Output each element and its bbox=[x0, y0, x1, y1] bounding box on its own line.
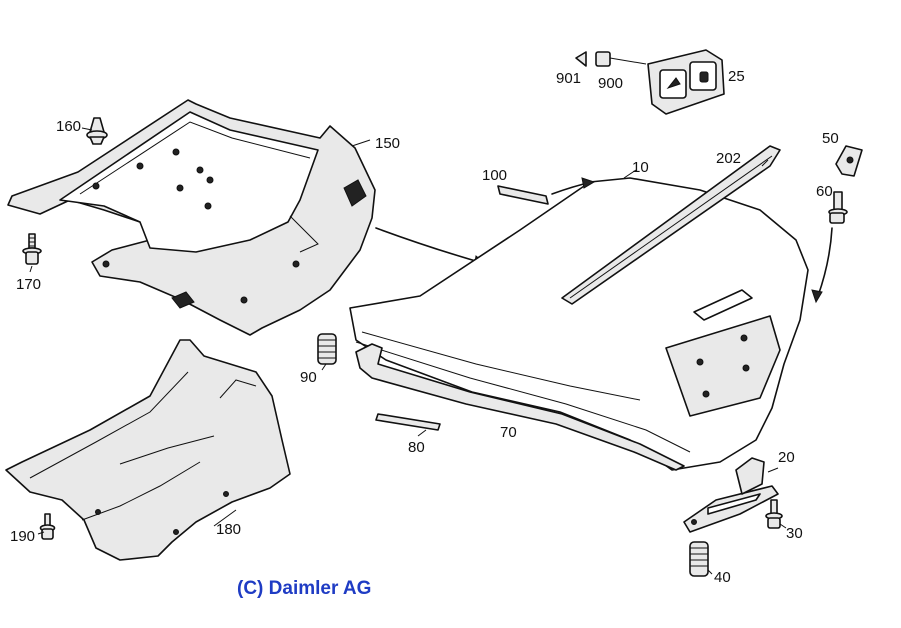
label-150: 150 bbox=[375, 135, 400, 152]
bolt-60 bbox=[828, 191, 848, 224]
label-901: 901 bbox=[556, 70, 581, 87]
leader-lines bbox=[29, 127, 787, 575]
label-60: 60 bbox=[816, 183, 833, 200]
label-190: 190 bbox=[10, 528, 35, 545]
latch-20 bbox=[683, 457, 779, 533]
trunk-lid-10 bbox=[349, 177, 809, 471]
label-50: 50 bbox=[822, 130, 839, 147]
label-80: 80 bbox=[408, 439, 425, 456]
bulb-901 bbox=[575, 51, 587, 67]
trunk-lid-liner-150 bbox=[7, 99, 376, 336]
copyright-notice: (C) Daimler AG bbox=[237, 578, 372, 599]
label-900: 900 bbox=[598, 75, 623, 92]
bracket-50 bbox=[835, 145, 863, 177]
label-100: 100 bbox=[482, 167, 507, 184]
insulation-mat-180 bbox=[5, 339, 291, 561]
arrow-head-icon bbox=[811, 289, 823, 304]
label-202: 202 bbox=[716, 150, 741, 167]
label-40: 40 bbox=[714, 569, 731, 586]
assembly-arrow-liner bbox=[375, 227, 487, 265]
label-30: 30 bbox=[786, 525, 803, 542]
spoiler-202 bbox=[561, 145, 781, 305]
bolt-30 bbox=[765, 499, 783, 529]
rod-80 bbox=[375, 413, 441, 431]
switch-25 bbox=[647, 49, 725, 115]
label-10: 10 bbox=[632, 159, 649, 176]
label-180: 180 bbox=[216, 521, 241, 538]
label-90: 90 bbox=[300, 369, 317, 386]
rubber-buffer-90 bbox=[317, 333, 337, 365]
arrow-head-icon bbox=[581, 177, 596, 189]
label-20: 20 bbox=[778, 449, 795, 466]
label-170: 170 bbox=[16, 276, 41, 293]
seal-70 bbox=[355, 343, 685, 471]
assembly-arrow-bracket bbox=[817, 227, 833, 297]
trim-100 bbox=[497, 185, 549, 205]
connector-900 bbox=[595, 51, 647, 67]
bolt-170 bbox=[22, 233, 42, 265]
bolt-190 bbox=[39, 513, 56, 540]
label-160: 160 bbox=[56, 118, 81, 135]
rubber-buffer-40 bbox=[689, 541, 709, 577]
label-25: 25 bbox=[728, 68, 745, 85]
push-clip-160 bbox=[86, 117, 108, 145]
label-70: 70 bbox=[500, 424, 517, 441]
